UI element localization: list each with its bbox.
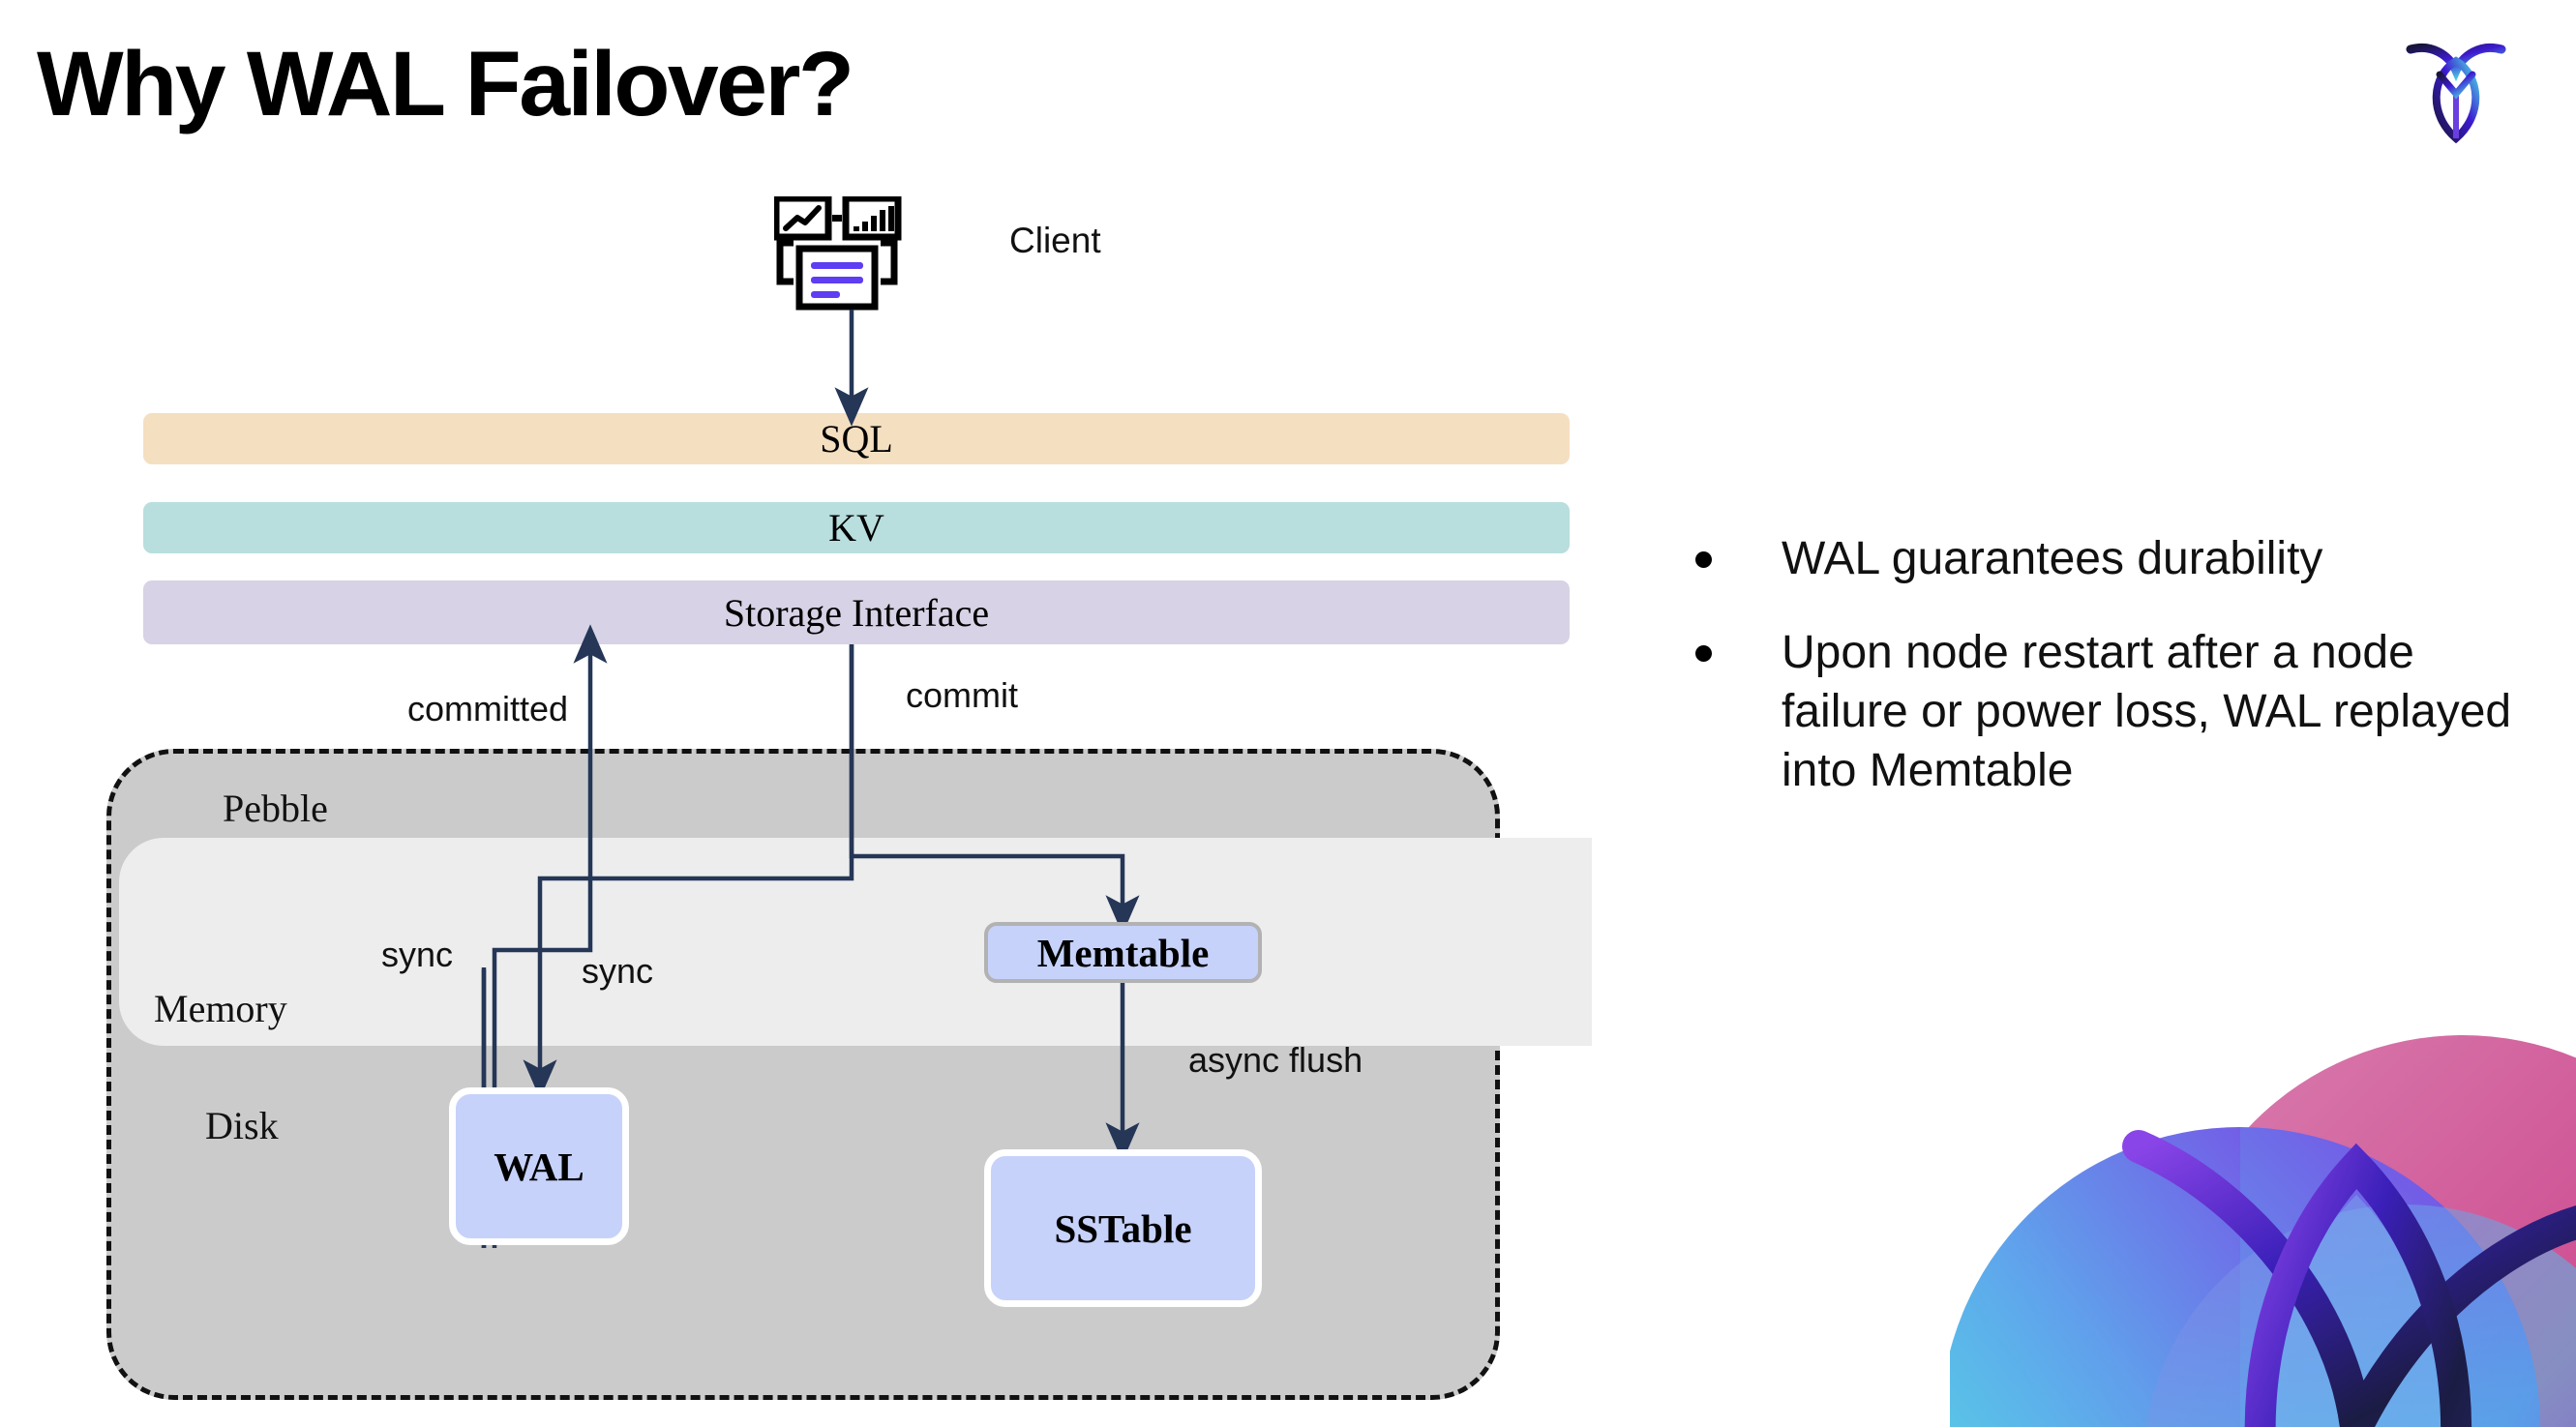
list-item: Upon node restart after a node failure o… — [1695, 624, 2528, 801]
page-title: Why WAL Failover? — [37, 33, 854, 135]
edge-label-commit: commit — [906, 675, 1018, 715]
memory-label: Memory — [154, 987, 287, 1030]
cockroach-decorative-mark-icon — [1950, 924, 2576, 1427]
edge-label-sync-right: sync — [582, 951, 654, 991]
node-wal: WAL — [449, 1087, 629, 1245]
node-sstable: SSTable — [984, 1149, 1262, 1307]
bullet-dot-icon — [1695, 644, 1712, 662]
cockroach-logo-icon — [2403, 32, 2509, 144]
disk-label: Disk — [205, 1104, 279, 1147]
node-label-memtable: Memtable — [1036, 930, 1210, 975]
client-dashboard-icon — [772, 194, 927, 314]
layer-label-sql: SQL — [820, 417, 893, 461]
layer-label-storage-interface: Storage Interface — [723, 590, 990, 635]
layer-bar-storage-interface: Storage Interface — [143, 580, 1570, 644]
edge-label-committed: committed — [407, 689, 569, 728]
client-label: Client — [1009, 221, 1101, 260]
memory-zone — [119, 838, 1592, 1046]
node-label-wal: WAL — [494, 1144, 584, 1189]
node-label-sstable: SSTable — [1054, 1205, 1192, 1251]
node-memtable: Memtable — [984, 922, 1262, 983]
layer-bar-sql: SQL — [143, 413, 1570, 464]
layer-label-kv: KV — [828, 506, 884, 550]
bullet-dot-icon — [1695, 551, 1712, 568]
bullet-text: WAL guarantees durability — [1782, 533, 2323, 584]
bullet-list: WAL guarantees durability Upon node rest… — [1695, 530, 2528, 836]
pebble-label: Pebble — [223, 787, 328, 830]
edge-label-async-flush: async flush — [1188, 1040, 1363, 1080]
layer-bar-kv: KV — [143, 502, 1570, 553]
list-item: WAL guarantees durability — [1695, 530, 2528, 589]
edge-label-sync-left: sync — [381, 935, 454, 974]
bullet-text: Upon node restart after a node failure o… — [1782, 626, 2512, 796]
